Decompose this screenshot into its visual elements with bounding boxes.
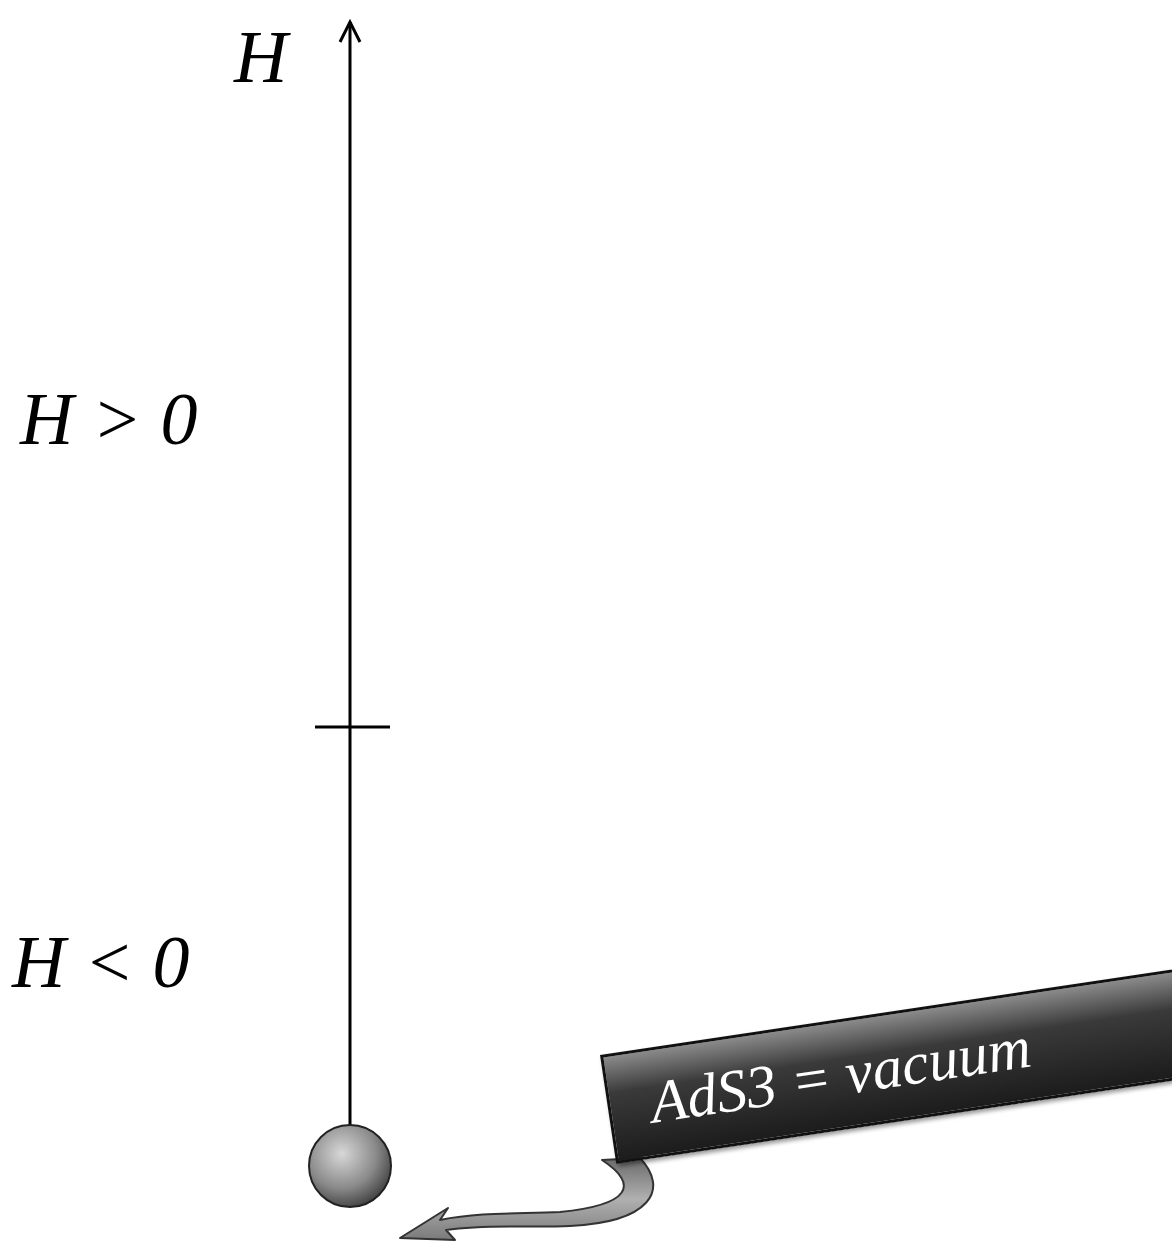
vacuum-ball [309,1125,391,1207]
banner-text: AdS3 = vacuum [646,1017,1034,1133]
axis-arrowhead [340,22,360,42]
curved-arrow [400,1158,653,1240]
axis-label: H [234,20,287,94]
region-label: H < 0 [12,925,189,999]
zero-tick [315,726,390,729]
region-label: H > 0 [20,382,197,456]
banner-box: AdS3 = vacuum [600,963,1172,1163]
axis-line [349,22,352,1132]
